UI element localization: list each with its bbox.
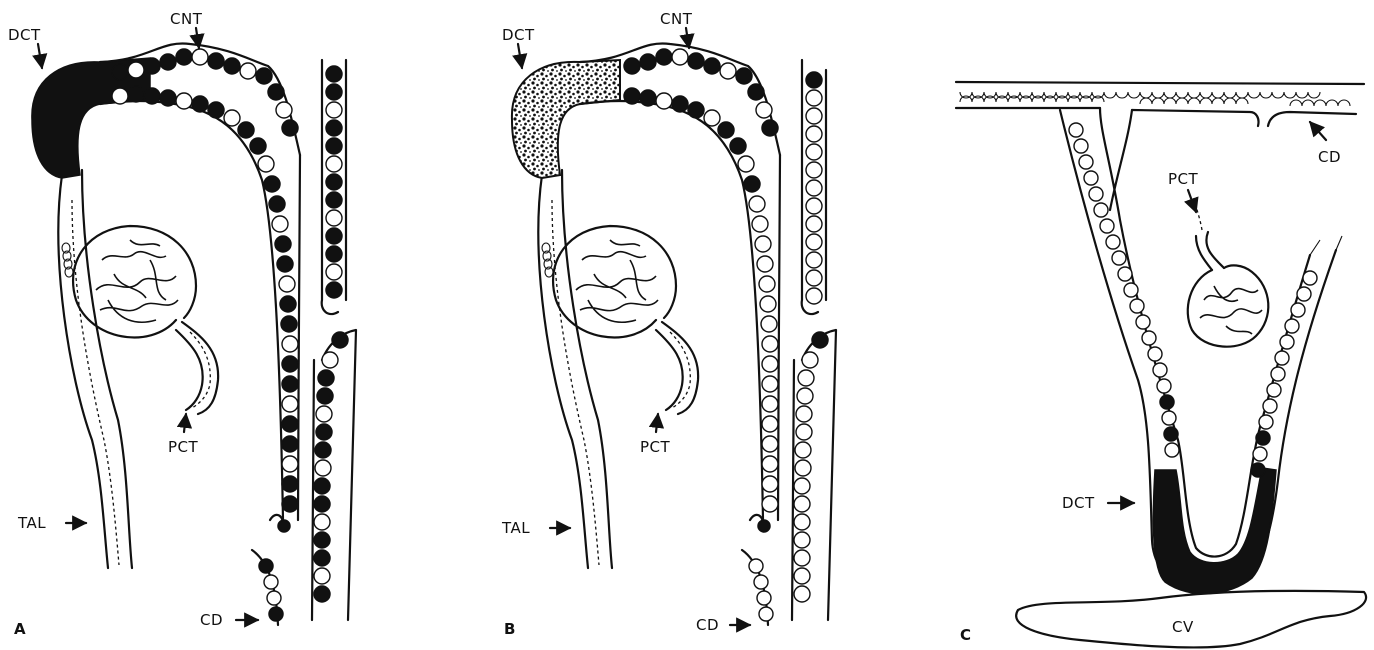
cv-label: CV xyxy=(1172,618,1194,636)
cd-label: CD xyxy=(200,611,223,629)
dct-arrow xyxy=(38,44,42,68)
pct-label: PCT xyxy=(640,438,671,456)
pct-arrow xyxy=(656,414,658,432)
panel-letter: B xyxy=(504,620,515,638)
macula-densa xyxy=(62,243,73,277)
panel-letter: A xyxy=(14,620,26,638)
panel-b: DCT CNT PCT TAL CD B xyxy=(501,10,836,638)
tal-tubule xyxy=(538,170,612,568)
panel-letter: C xyxy=(960,626,971,644)
cd-lower-cells xyxy=(749,559,773,621)
dct-arrow xyxy=(518,44,522,68)
collecting-duct xyxy=(742,60,836,625)
collecting-duct xyxy=(956,82,1364,126)
cd-arrow xyxy=(1310,122,1326,140)
pct-arrow xyxy=(184,414,186,432)
panel-a: DCT CNT PCT TAL CD A xyxy=(8,10,356,638)
pct-label: PCT xyxy=(1168,170,1199,188)
cd-lower-cells xyxy=(259,559,283,621)
tal-label: TAL xyxy=(501,519,530,537)
cd-label: CD xyxy=(1318,148,1341,166)
tal-tubule xyxy=(58,170,132,568)
glomerulus xyxy=(1188,198,1269,347)
macula-densa xyxy=(542,243,553,277)
v-tubule xyxy=(1060,108,1342,594)
cnt-label: CNT xyxy=(170,10,203,28)
pct-arrow xyxy=(1188,190,1196,212)
dct-label: DCT xyxy=(8,26,41,44)
panel-c: CD PCT DCT CV C xyxy=(956,82,1366,647)
cnt-cells-inner xyxy=(112,86,298,512)
cd-cells xyxy=(794,72,828,602)
dct-label: DCT xyxy=(1062,494,1095,512)
tal-label: TAL xyxy=(17,514,46,532)
dct-segment xyxy=(1153,468,1276,594)
cd-cells xyxy=(314,66,348,602)
cnt-label: CNT xyxy=(660,10,693,28)
pct-label: PCT xyxy=(168,438,199,456)
cd-cells xyxy=(960,92,1350,106)
dct-segment xyxy=(512,60,620,178)
dct-label: DCT xyxy=(502,26,535,44)
cnt-arrow xyxy=(686,28,689,48)
collecting-duct xyxy=(252,60,356,625)
cd-label: CD xyxy=(696,616,719,634)
